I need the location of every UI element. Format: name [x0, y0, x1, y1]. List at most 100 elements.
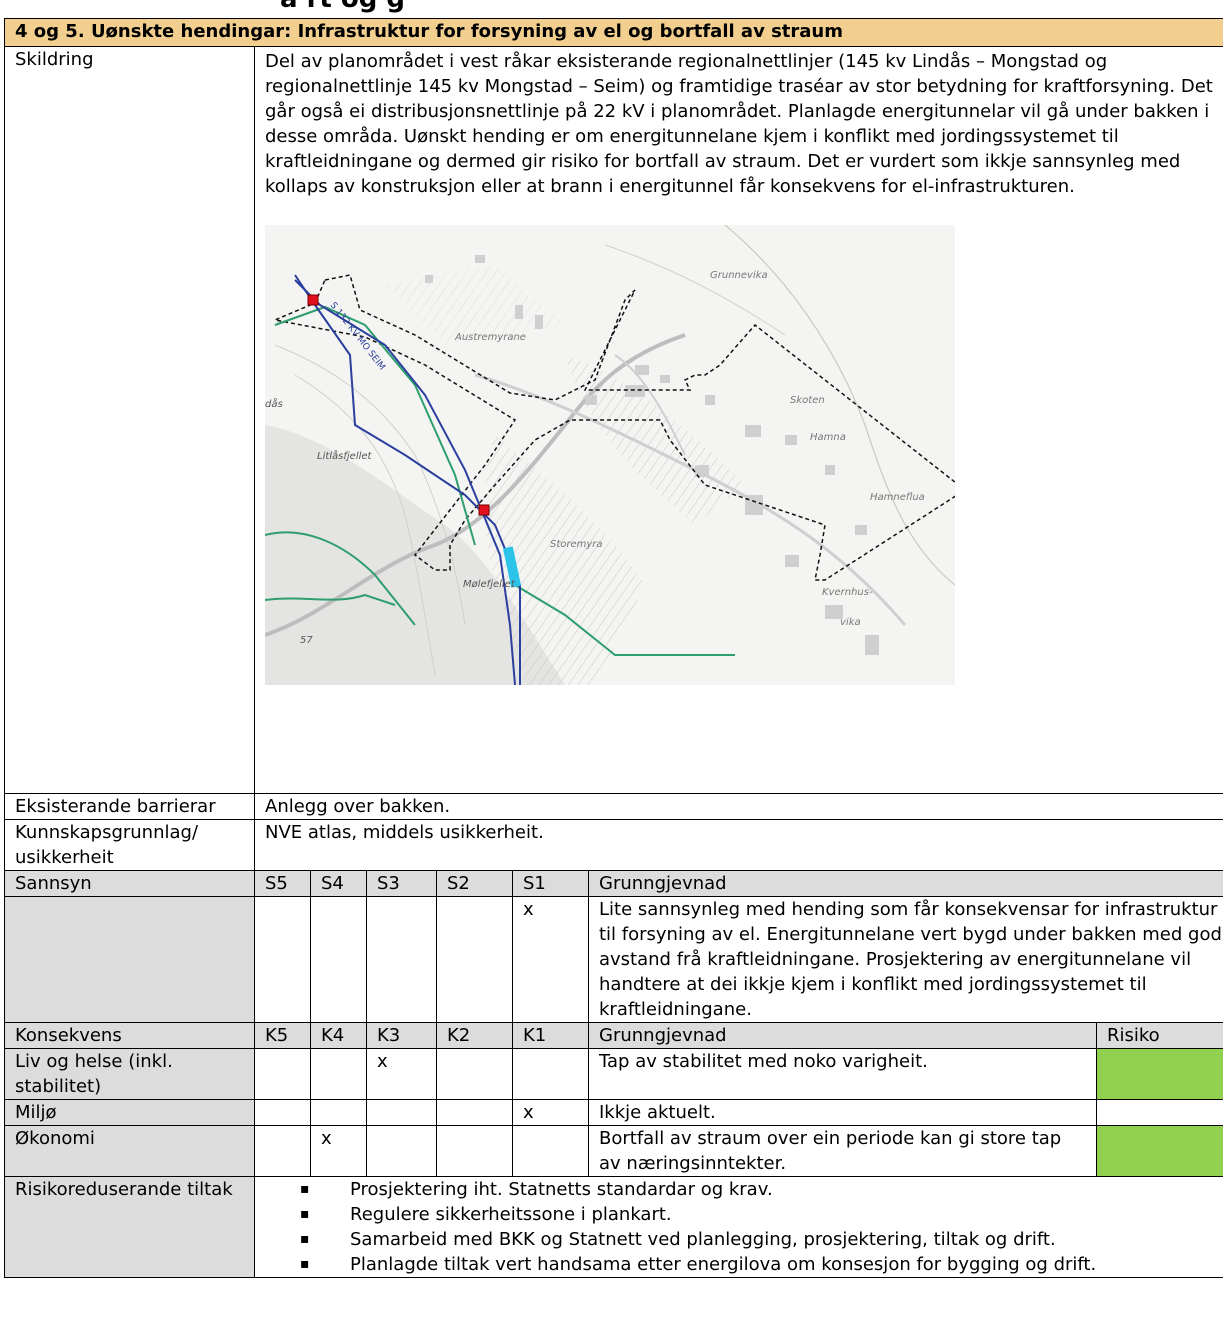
- konsekvens-col-k5: K5: [254, 1022, 311, 1049]
- map-label-skoten: Skoten: [790, 395, 825, 406]
- konsekvens-mark: [254, 1125, 311, 1177]
- contour-line: [274, 344, 466, 626]
- marsh-hatch-north: [385, 265, 565, 345]
- konsekvens-row-okonomi: Økonomi x Bortfall av straum over ein pe…: [4, 1125, 1223, 1177]
- map-label-molefjellet: Mølefjellet: [463, 579, 516, 590]
- konsekvens-col-k3: K3: [366, 1022, 437, 1049]
- konsekvens-mark: [436, 1125, 513, 1177]
- road: [614, 354, 686, 456]
- sannsyn-label: Sannsyn: [4, 870, 255, 897]
- skildring-row: Skildring Del av planområdet i vest råka…: [4, 46, 1223, 794]
- konsekvens-label: Konsekvens: [4, 1022, 255, 1049]
- konsekvens-mark: x: [366, 1048, 437, 1100]
- tiltak-row: Risikoreduserande tiltak Prosjektering i…: [4, 1176, 1223, 1278]
- konsekvens-mark: x: [310, 1125, 367, 1177]
- map-label-hamna: Hamna: [810, 432, 846, 443]
- skildring-label: Skildring: [4, 46, 255, 794]
- energy-tunnel-marker: [502, 546, 522, 588]
- shoreline: [724, 225, 955, 586]
- tiltak-item: Samarbeid med BKK og Statnett ved planle…: [300, 1227, 1223, 1252]
- table-title-row: 4 og 5. Uønskte hendingar: Infrastruktur…: [3, 18, 1223, 47]
- tiltak-item: Planlagde tiltak vert handsama etter ene…: [300, 1252, 1223, 1277]
- sannsyn-value-label: [4, 896, 255, 1023]
- map-label-kvernhus: Kvernhus-: [822, 587, 873, 598]
- map-label-grunnevika: Grunnevika: [710, 270, 768, 281]
- barrierar-label: Eksisterande barrierar: [4, 793, 255, 820]
- konsekvens-mark: [254, 1099, 311, 1126]
- konsekvens-col-k2: K2: [436, 1022, 513, 1049]
- konsekvens-mark: [366, 1099, 437, 1126]
- sannsyn-col-s1: S1: [512, 870, 589, 897]
- map-svg: Grunnevika Austremyrane Skoten Hamna Ham…: [265, 225, 955, 685]
- konsekvens-row-text: Ikkje aktuelt.: [588, 1099, 1097, 1126]
- konsekvens-mark: [436, 1048, 513, 1100]
- distribution-line: [265, 305, 735, 656]
- konsekvens-col-k1: K1: [512, 1022, 589, 1049]
- sannsyn-col-s4: S4: [310, 870, 367, 897]
- kunnskap-label: Kunnskapsgrunnlag/ usikkerheit: [4, 819, 255, 871]
- risk-cell-empty: [1095, 1099, 1223, 1126]
- tiltak-list: Prosjektering iht. Statnetts standardar …: [255, 1177, 1223, 1277]
- sannsyn-value-row: x Lite sannsynleg med hending som får ko…: [4, 896, 1223, 1023]
- sannsyn-col-s3: S3: [366, 870, 437, 897]
- sannsyn-mark-s4: [310, 896, 367, 1023]
- konsekvens-mark: [512, 1125, 589, 1177]
- sannsyn-mark-s1: x: [512, 896, 589, 1023]
- konsekvens-row-label: Miljø: [4, 1099, 255, 1126]
- kunnskap-text: NVE atlas, middels usikkerheit.: [253, 819, 1223, 871]
- barrierar-row: Eksisterande barrierar Anlegg over bakke…: [4, 793, 1223, 820]
- sannsyn-header-row: Sannsyn S5 S4 S3 S2 S1 Grunngjevnad: [4, 870, 1223, 897]
- konsekvens-row-label: Økonomi: [4, 1125, 255, 1177]
- konsekvens-risiko-header: Risiko: [1095, 1022, 1223, 1049]
- table-title: 4 og 5. Uønskte hendingar: Infrastruktur…: [3, 18, 1223, 47]
- risk-cell-green: [1095, 1048, 1223, 1100]
- buildings: [425, 255, 879, 655]
- map-label-vika: vika: [840, 617, 861, 628]
- power-marker-south: [478, 504, 490, 516]
- sannsyn-col-s2: S2: [436, 870, 513, 897]
- konsekvens-grunngjevnad-header: Grunngjevnad: [588, 1022, 1097, 1049]
- map-label-austremyrane: Austremyrane: [454, 332, 526, 343]
- konsekvens-row-liv: Liv og helse (inkl. stabilitet) x Tap av…: [4, 1048, 1223, 1100]
- konsekvens-col-k4: K4: [310, 1022, 367, 1049]
- contour-line: [294, 374, 436, 676]
- skildring-text: Del av planområdet i vest råkar eksister…: [265, 51, 1213, 197]
- tiltak-item: Prosjektering iht. Statnetts standardar …: [300, 1177, 1223, 1202]
- konsekvens-mark: [310, 1099, 367, 1126]
- barrierar-text: Anlegg over bakken.: [253, 793, 1223, 820]
- konsekvens-row-text: Bortfall av straum over ein periode kan …: [588, 1125, 1097, 1177]
- road: [265, 333, 686, 637]
- konsekvens-header-row: Konsekvens K5 K4 K3 K2 K1 Grunngjevnad R…: [4, 1022, 1223, 1049]
- konsekvens-mark: [436, 1099, 513, 1126]
- sannsyn-mark-s2: [436, 896, 513, 1023]
- tiltak-label: Risikoreduserande tiltak: [4, 1176, 255, 1278]
- konsekvens-mark: [310, 1048, 367, 1100]
- map-label-das: dås: [265, 397, 283, 410]
- kunnskap-row: Kunnskapsgrunnlag/ usikkerheit NVE atlas…: [4, 819, 1223, 871]
- sannsyn-mark-s5: [254, 896, 311, 1023]
- map-label-road-number: 57: [300, 635, 313, 646]
- sannsyn-mark-s3: [366, 896, 437, 1023]
- map-image: Grunnevika Austremyrane Skoten Hamna Ham…: [265, 225, 955, 685]
- konsekvens-mark: [254, 1048, 311, 1100]
- plan-area-outline: [272, 274, 955, 581]
- map-label-litlasfjellet: Litlåsfjellet: [317, 449, 373, 462]
- risk-assessment-table: 4 og 5. Uønskte hendingar: Infrastruktur…: [3, 18, 1223, 1278]
- sannsyn-grunngjevnad-text: Lite sannsynleg med hending som får kons…: [587, 896, 1223, 1023]
- konsekvens-mark: [512, 1048, 589, 1100]
- tiltak-cell: Prosjektering iht. Statnetts standardar …: [253, 1176, 1223, 1278]
- sannsyn-col-s5: S5: [254, 870, 311, 897]
- marsh-hatch-middle: [565, 355, 745, 525]
- contour-line: [604, 244, 786, 336]
- risk-cell-green: [1095, 1125, 1223, 1177]
- sannsyn-grunngjevnad-header: Grunngjevnad: [587, 870, 1223, 897]
- map-label-hamneflua: Hamneflua: [870, 492, 925, 503]
- marsh-hatch-west: [484, 435, 645, 685]
- konsekvens-mark: [366, 1125, 437, 1177]
- skildring-cell: Del av planområdet i vest råkar eksister…: [253, 46, 1223, 794]
- konsekvens-row-miljo: Miljø x Ikkje aktuelt.: [4, 1099, 1223, 1126]
- section-heading-fragment: a rt og g: [280, 0, 405, 14]
- konsekvens-row-text: Tap av stabilitet med noko varigheit.: [588, 1048, 1097, 1100]
- tiltak-item: Regulere sikkerheitssone i plankart.: [300, 1202, 1223, 1227]
- konsekvens-mark: x: [512, 1099, 589, 1126]
